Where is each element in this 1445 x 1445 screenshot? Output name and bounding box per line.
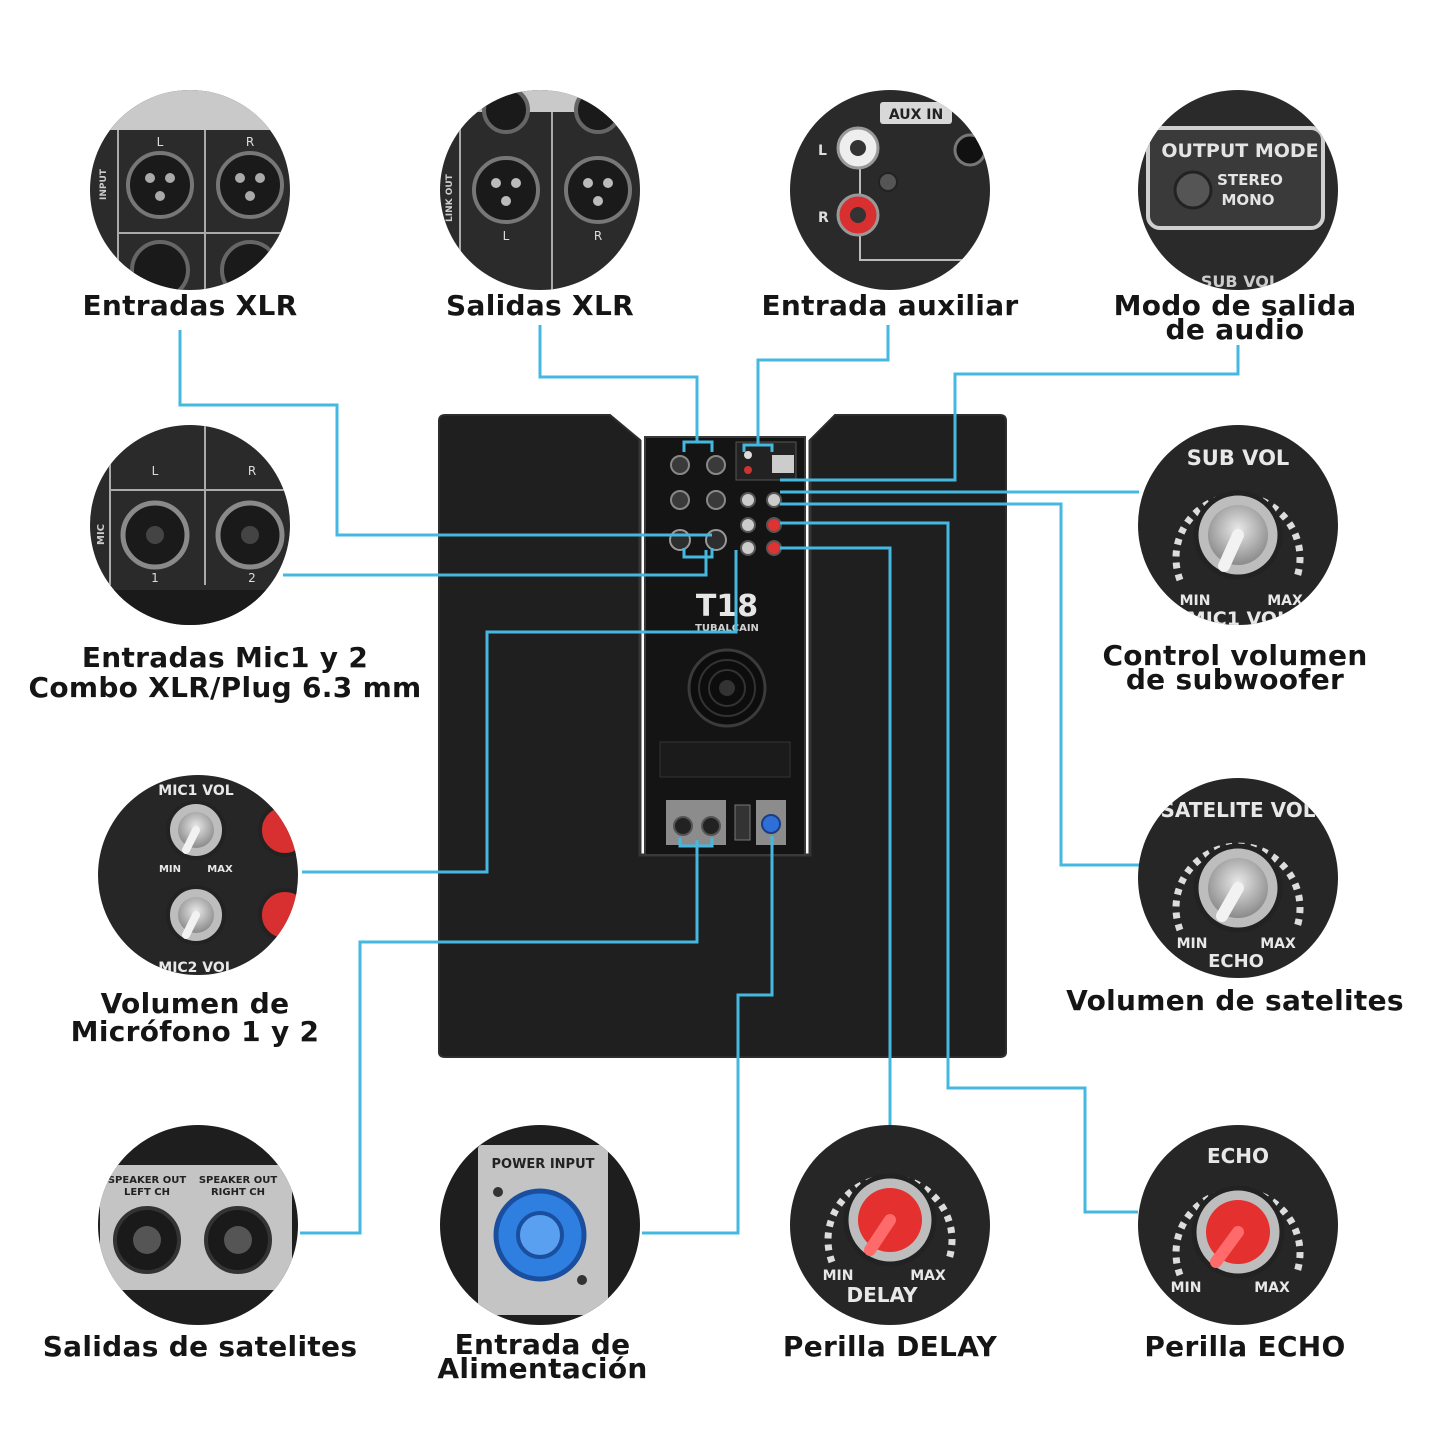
svg-text:POWER INPUT: POWER INPUT: [491, 1157, 594, 1172]
svg-text:OUTPUT MODE: OUTPUT MODE: [1161, 140, 1318, 162]
label-output-mode: Modo de salida de audio: [1080, 289, 1390, 346]
svg-text:MAX: MAX: [207, 864, 233, 875]
svg-text:MIN: MIN: [159, 864, 181, 875]
svg-text:R: R: [246, 135, 254, 149]
label-output-mode-line1: Modo de salida: [1113, 289, 1357, 322]
line-output-mode: [780, 345, 1240, 482]
line-satellite-outputs: [300, 840, 699, 1235]
svg-text:LEFT CH: LEFT CH: [124, 1187, 170, 1198]
cooling-fan: [687, 648, 767, 728]
label-xlr-inputs: Entradas XLR: [82, 289, 298, 322]
label-mic-volume-line1: Volumen de: [100, 987, 290, 1020]
subwoofer-speaker: T18 TUBALCAIN: [438, 414, 1007, 1058]
photo-satellite-volume: SATELITE VOL MIN MAX ECHO: [1138, 778, 1338, 978]
label-sub-volume: Control volumen de subwoofer: [1080, 639, 1390, 696]
panel-knobs: [735, 441, 797, 556]
label-mic-volume-line2: Micrófono 1 y 2: [70, 1015, 320, 1048]
label-aux-input: Entrada auxiliar: [761, 289, 1019, 322]
svg-text:AUX IN: AUX IN: [889, 107, 943, 123]
svg-text:RIGHT CH: RIGHT CH: [211, 1187, 265, 1198]
svg-text:SPEAKER OUT: SPEAKER OUT: [108, 1175, 186, 1186]
line-mic-volume: [302, 550, 738, 874]
svg-text:R: R: [248, 464, 256, 478]
svg-text:ECHO: ECHO: [1208, 951, 1264, 972]
label-output-mode-line2: de audio: [1165, 313, 1305, 346]
label-mic-volume: Volumen de Micrófono 1 y 2: [40, 990, 350, 1046]
line-delay-knob: [780, 546, 892, 1125]
svg-text:MAX: MAX: [910, 1268, 946, 1284]
line-satellite-volume: [780, 502, 1139, 867]
svg-text:SATELITE VOL: SATELITE VOL: [1161, 798, 1316, 822]
bracket-marks: [678, 440, 774, 848]
svg-text:2: 2: [248, 571, 256, 585]
svg-text:MONO: MONO: [1222, 191, 1275, 209]
photo-output-mode: OUTPUT MODE STEREO MONO SUB VOL: [1138, 90, 1338, 291]
svg-text:MIC2 VOL: MIC2 VOL: [158, 960, 234, 976]
label-sub-volume-line1: Control volumen: [1102, 639, 1368, 672]
svg-text:ECHO: ECHO: [1207, 1144, 1269, 1168]
line-power-input: [642, 836, 774, 1235]
line-xlr-inputs: [178, 330, 712, 537]
svg-text:MIN: MIN: [1177, 936, 1208, 952]
svg-text:MIC1 VOL: MIC1 VOL: [1187, 608, 1289, 630]
panel-speaker-outputs: [666, 800, 786, 845]
label-power-input: Entrada de Alimentación: [400, 1328, 685, 1385]
model-logo: T18: [696, 589, 758, 624]
svg-text:L: L: [503, 229, 510, 243]
svg-text:R: R: [818, 210, 829, 226]
svg-text:1: 1: [151, 571, 159, 585]
svg-text:INPUT: INPUT: [99, 168, 109, 200]
svg-text:MIN: MIN: [1171, 1280, 1202, 1296]
photo-satellite-outputs: SPEAKER OUT LEFT CH SPEAKER OUT RIGHT CH: [98, 1125, 298, 1325]
photo-sub-volume: SUB VOL MIN MAX MIC1 VOL: [1138, 425, 1338, 630]
line-aux-input: [756, 325, 890, 445]
photo-power-input: POWER INPUT: [440, 1125, 640, 1325]
svg-text:DELAY: DELAY: [846, 1283, 918, 1307]
label-satellite-volume: Volumen de satelites: [1066, 984, 1404, 1017]
label-sub-volume-line2: de subwoofer: [1125, 663, 1345, 696]
photo-xlr-outputs: LINK OUT L R: [440, 90, 640, 290]
svg-text:MIC1 VOL: MIC1 VOL: [158, 783, 234, 799]
label-echo-knob: Perilla ECHO: [1144, 1330, 1346, 1363]
svg-text:MAX: MAX: [1254, 1280, 1290, 1296]
connector-lines: [178, 325, 1240, 1235]
photo-mic-volume: MIC1 VOL MIN MAX MIC2 VOL: [98, 775, 298, 976]
line-xlr-outputs: [538, 325, 699, 442]
line-echo-knob: [780, 521, 1138, 1214]
svg-text:SPEAKER OUT: SPEAKER OUT: [199, 1175, 277, 1186]
label-delay-knob: Perilla DELAY: [782, 1330, 998, 1363]
label-xlr-outputs: Salidas XLR: [446, 289, 634, 322]
label-mic-inputs-line1: Entradas Mic1 y 2: [81, 641, 369, 674]
svg-text:MIC: MIC: [96, 524, 107, 545]
photo-aux-input: AUX IN L R: [790, 90, 990, 290]
svg-text:L: L: [152, 464, 159, 478]
info-label: [659, 741, 791, 778]
svg-text:L: L: [157, 135, 164, 149]
svg-text:MAX: MAX: [1267, 593, 1303, 609]
svg-text:MIN: MIN: [1180, 593, 1211, 609]
svg-text:SUB VOL: SUB VOL: [1187, 446, 1290, 470]
svg-text:R: R: [594, 229, 602, 243]
svg-text:SUB VOL: SUB VOL: [1201, 272, 1279, 291]
photo-delay-knob: MIN MAX DELAY: [790, 1125, 990, 1325]
svg-text:STEREO: STEREO: [1217, 171, 1283, 189]
label-power-input-line2: Alimentación: [437, 1352, 648, 1385]
svg-text:LINK OUT: LINK OUT: [445, 173, 455, 222]
panel-xlr-jacks: [669, 455, 727, 551]
photo-xlr-inputs: INPUT L R: [90, 90, 290, 290]
label-mic-inputs: Entradas Mic1 y 2 Combo XLR/Plug 6.3 mm: [20, 643, 430, 703]
label-mic-inputs-line2: Combo XLR/Plug 6.3 mm: [28, 671, 422, 704]
photo-mic-inputs: MIC L R 1 2: [90, 425, 290, 625]
label-satellite-outputs: Salidas de satelites: [42, 1330, 358, 1363]
photo-echo-knob: ECHO MIN MAX: [1138, 1125, 1338, 1325]
svg-text:MAX: MAX: [1260, 936, 1296, 952]
svg-text:MIN: MIN: [823, 1268, 854, 1284]
svg-text:L: L: [818, 143, 827, 159]
brand-logo: TUBALCAIN: [695, 623, 759, 634]
label-power-input-line1: Entrada de: [454, 1328, 631, 1361]
